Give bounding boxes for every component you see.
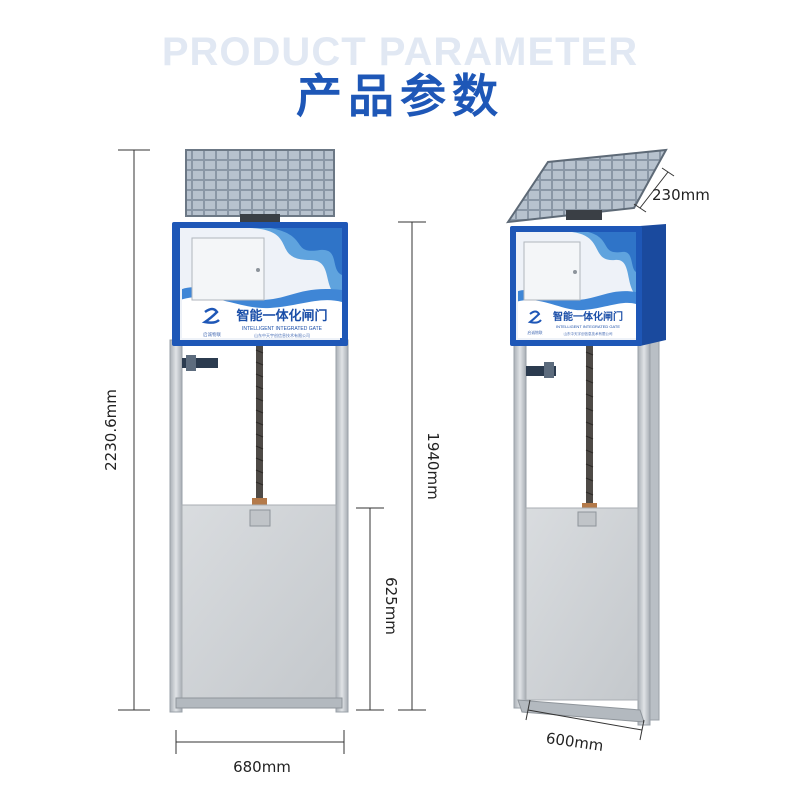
frame-height-label: 1940mm (424, 432, 442, 499)
depth-label: 230mm (652, 186, 710, 204)
panel-subtitle-front: INTELLIGENT INTEGRATED GATE (242, 326, 323, 332)
frame-height-dimension: 1940mm (398, 221, 442, 711)
depth-dimension: 230mm (633, 167, 710, 213)
control-box-front: 智能一体化闸门 INTELLIGENT INTEGRATED GATE 山东中天… (172, 222, 348, 346)
side-width-label: 600mm (545, 729, 605, 755)
front-width-label: 680mm (233, 758, 291, 776)
panel-subtitle-side: INTELLIGENT INTEGRATED GATE (556, 324, 620, 329)
solar-panel-front (185, 149, 335, 224)
background-title: PRODUCT PARAMETER (161, 30, 639, 74)
logo-text-front: 启诚物联 (203, 331, 221, 338)
panel-title-side: 智能一体化闸门 (553, 310, 623, 323)
gate-height-label: 625mm (382, 577, 400, 635)
brand-logo-icon (201, 307, 220, 324)
panel-title-front: 智能一体化闸门 (236, 308, 327, 324)
total-height-label: 2230.6mm (102, 389, 120, 471)
logo-text-side: 启诚物联 (527, 330, 542, 335)
panel-company-side: 山东中天宇创信息技术有限公司 (564, 331, 613, 336)
brand-logo-icon (527, 310, 542, 324)
page-title: 产品参数 (296, 69, 504, 123)
total-height-dimension: 2230.6mm (102, 149, 150, 711)
front-view-gate: 2230.6mm (102, 149, 442, 776)
solar-panel-side (505, 148, 668, 224)
control-box-side: 智能一体化闸门 INTELLIGENT INTEGRATED GATE 山东中天… (510, 224, 666, 346)
gate-height-dimension: 625mm (356, 507, 400, 711)
perspective-view-gate: 230mm (505, 148, 710, 755)
panel-company-front: 山东中天宇创信息技术有限公司 (254, 332, 310, 338)
front-width-dimension: 680mm (175, 730, 345, 776)
